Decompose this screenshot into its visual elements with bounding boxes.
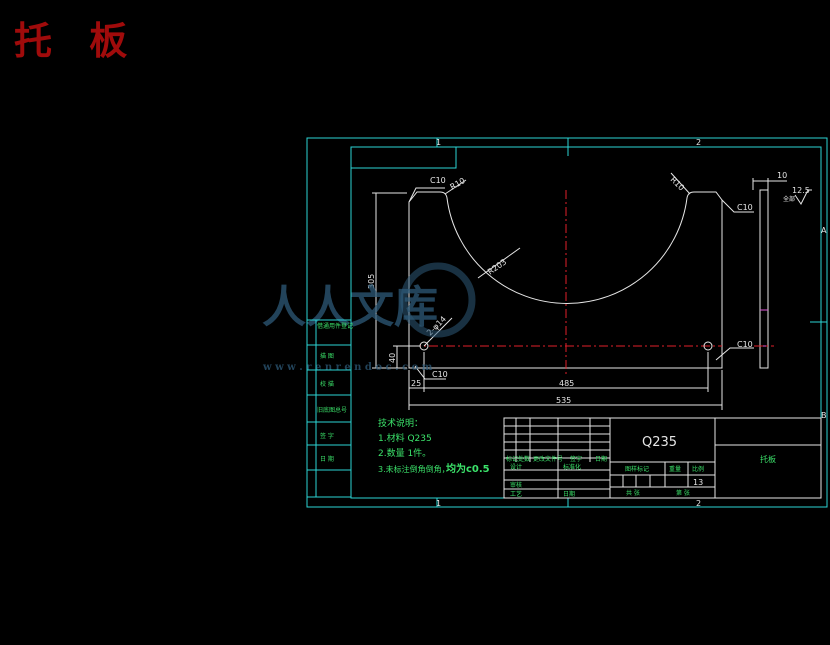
title-block-header-5: 日期 (595, 455, 607, 463)
dim-height-305: 305 (367, 274, 376, 289)
hole-right (703, 341, 713, 351)
title-block-scale: 比例 (692, 465, 704, 473)
title-block-weight: 重量 (669, 465, 681, 473)
page-title: 托 板 (14, 18, 140, 63)
zone-label-top-1: 1 (436, 138, 441, 147)
zone-label-bottom-2: 2 (696, 499, 701, 508)
title-block-craft: 工艺 (510, 490, 522, 498)
dim-thickness: 10 (777, 171, 787, 180)
label-radius-right: R10 (669, 175, 687, 193)
tech-notes-line-1: 1.材料 Q235 (378, 432, 432, 444)
title-block-header-1: 标记 (506, 455, 518, 463)
title-block-scale-value: 13 (693, 478, 703, 487)
zone-label-a: A (821, 226, 827, 235)
title-block-sheets: 共 张 (626, 489, 640, 497)
title-block-name: 托板 (760, 454, 776, 464)
watermark-brand: 人人文库 (262, 282, 438, 333)
dim-height-40: 40 (388, 353, 397, 363)
label-chamfer-bottom-left: C10 (432, 370, 448, 379)
watermark-url: w w w . r e n r e n d o c . c o m (262, 362, 433, 373)
roughness-value: 12.5 (792, 186, 810, 195)
label-radius-arc: R203 (486, 257, 508, 276)
title-block-review: 审核 (510, 481, 522, 489)
side-view (759, 189, 769, 369)
title-block: 标记 处数 更改文件号 签字 日期 设计 标准化 审核 工艺 日期 图样标记 重… (503, 417, 822, 499)
side-table-cell-5: 签 字 (320, 432, 334, 440)
dim-width-485: 485 (559, 379, 574, 388)
tech-notes: 技术说明： 1.材料 Q235 2.数量 1件。 3.未标注倒角倒角， 均为c0… (378, 417, 490, 475)
watermark: 人人文库 w w w . r e n r e n d o c . c o m (262, 262, 476, 373)
side-table: 借通用件登记 描 图 校 描 旧底图总号 签 字 日 期 (306, 319, 353, 498)
code-box (351, 147, 457, 169)
title-block-header-3: 更改文件号 (533, 455, 563, 463)
zone-label-b: B (821, 411, 827, 420)
dim-width-535: 535 (556, 396, 571, 405)
part-outline (408, 191, 723, 369)
roughness-symbol (794, 189, 812, 205)
side-table-cell-3: 校 描 (320, 380, 334, 388)
label-radius-left: R10 (449, 176, 467, 192)
zone-label-top-2: 2 (696, 138, 701, 147)
side-table-cell-6: 日 期 (320, 455, 334, 463)
zone-label-bottom-1: 1 (436, 499, 441, 508)
title-block-design: 设计 (510, 463, 522, 471)
dim-width-25: 25 (411, 379, 421, 388)
tech-notes-line-3a: 3.未标注倒角倒角， (378, 464, 450, 474)
label-chamfer-top-left: C10 (430, 176, 446, 185)
title-block-header-2: 处数 (518, 455, 530, 463)
side-table-cell-1: 借通用件登记 (317, 322, 353, 330)
title-block-std: 标准化 (563, 463, 581, 471)
tech-notes-line-3b: 均为c0.5 (446, 462, 490, 475)
tech-notes-line-2: 2.数量 1件。 (378, 447, 431, 459)
title-block-material: Q235 (642, 435, 677, 450)
title-block-approve: 日期 (563, 490, 575, 498)
label-chamfer-top-right: C10 (737, 203, 753, 212)
side-table-cell-2: 描 图 (320, 352, 334, 360)
label-chamfer-right: C10 (737, 340, 753, 349)
title-block-header-4: 签字 (570, 455, 582, 463)
title-block-stage: 图样标记 (625, 465, 649, 473)
tech-notes-heading: 技术说明： (378, 417, 423, 429)
side-table-cell-4: 旧底图总号 (317, 406, 347, 414)
roughness-note: 全部 (783, 195, 795, 203)
title-block-sheet: 第 张 (676, 489, 690, 497)
